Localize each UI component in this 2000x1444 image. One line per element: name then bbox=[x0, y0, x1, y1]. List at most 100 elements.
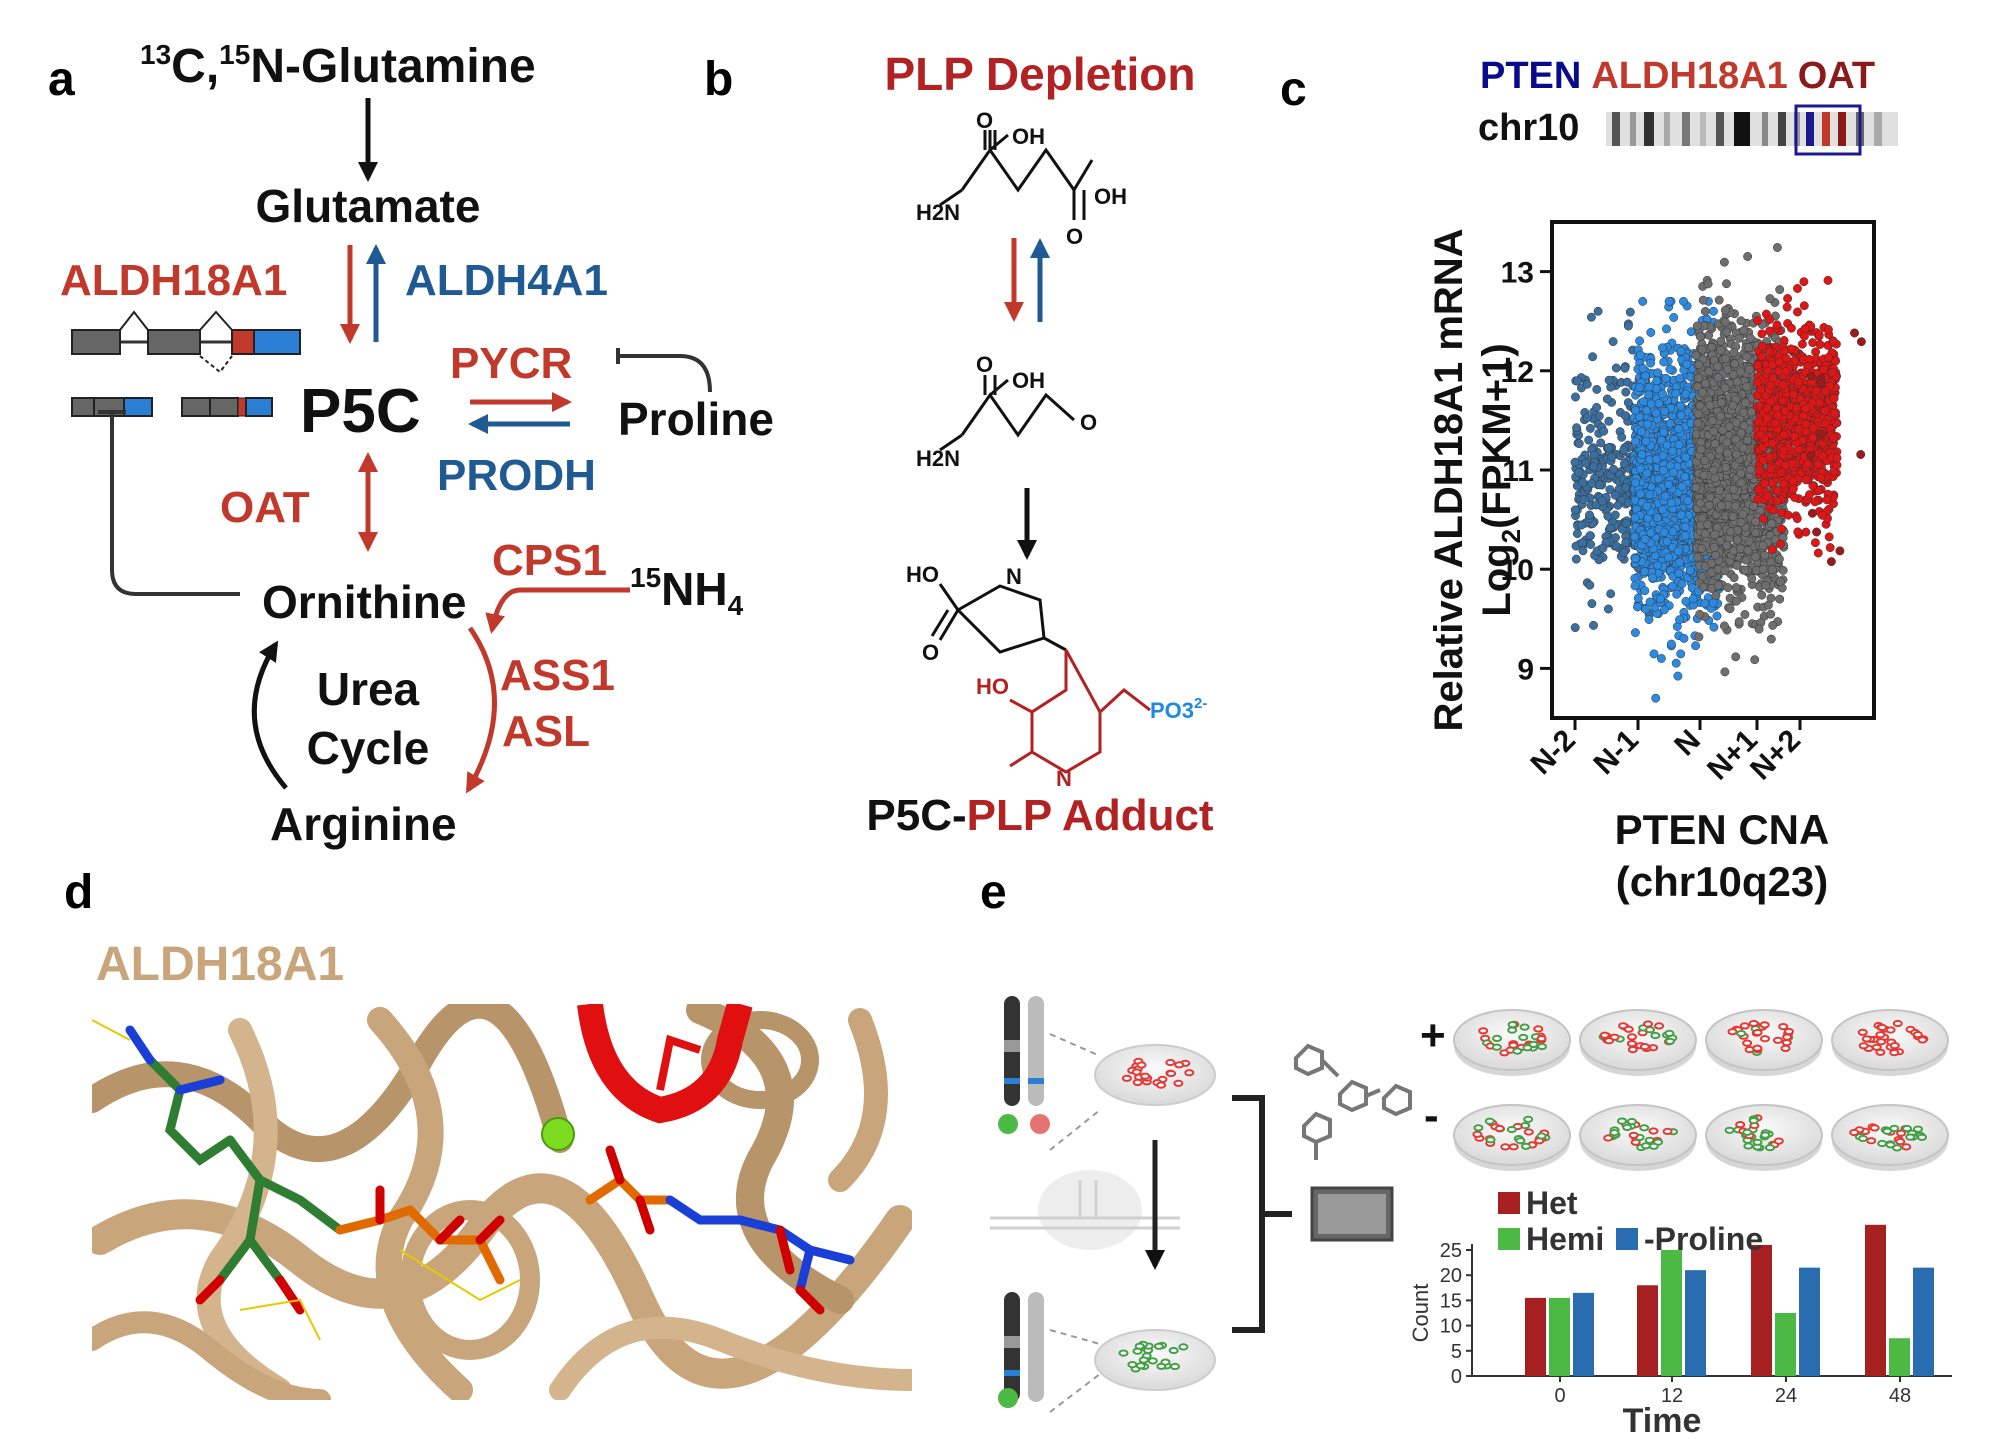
scatter-point bbox=[1691, 351, 1701, 360]
scatter-point bbox=[1620, 363, 1630, 373]
scatter-point bbox=[1719, 621, 1729, 631]
scatter-point bbox=[1656, 654, 1666, 663]
scatter-point bbox=[1709, 426, 1719, 436]
scatter-point bbox=[1606, 589, 1616, 599]
scatter-point bbox=[1646, 528, 1656, 538]
scatter-point bbox=[1741, 398, 1751, 408]
scatter-point bbox=[1761, 580, 1770, 590]
scatter-point bbox=[1608, 337, 1618, 347]
scatter-point bbox=[1592, 384, 1602, 394]
scatter-point bbox=[1584, 435, 1594, 445]
scatter-point bbox=[1713, 361, 1723, 371]
scatter-point bbox=[1698, 295, 1708, 305]
glutamate-structure bbox=[939, 130, 1094, 220]
scatter-point bbox=[1663, 552, 1673, 562]
adduct-atom-labels: HO N O HO N PO32- bbox=[906, 562, 1207, 791]
scatter-point bbox=[1649, 649, 1659, 659]
scatter-point bbox=[1640, 586, 1650, 596]
scatter-point bbox=[1672, 589, 1682, 599]
scatter-point bbox=[1676, 346, 1686, 356]
asl-enzyme-label: ASL bbox=[502, 707, 590, 756]
scatter-point bbox=[1646, 328, 1656, 337]
scatter-point bbox=[1640, 567, 1650, 577]
scatter-point bbox=[1679, 633, 1689, 643]
scatter-point bbox=[1645, 490, 1655, 500]
scatter-point bbox=[1699, 470, 1709, 480]
scatter-point bbox=[1736, 517, 1746, 527]
scatter-point bbox=[1586, 312, 1596, 322]
scatter-point bbox=[1707, 342, 1717, 352]
scatter-point bbox=[1659, 427, 1669, 437]
scatter-point bbox=[1750, 655, 1760, 665]
scatter-point bbox=[1758, 541, 1768, 551]
scatter-point bbox=[1605, 485, 1615, 495]
scatter-point bbox=[1635, 383, 1645, 393]
scatter-point bbox=[1674, 424, 1684, 434]
scatter-point bbox=[1734, 617, 1744, 627]
scatter-point bbox=[1631, 405, 1640, 415]
scatter-point bbox=[1635, 464, 1645, 474]
scatter-point bbox=[1623, 398, 1633, 408]
scatter-point bbox=[1783, 294, 1793, 303]
scatter-point bbox=[1668, 527, 1678, 537]
scatter-point bbox=[1630, 573, 1640, 583]
scatter-point bbox=[1754, 624, 1764, 634]
scatter-point bbox=[1709, 466, 1719, 475]
scatter-point bbox=[1571, 554, 1581, 564]
scatter-point bbox=[1639, 397, 1649, 407]
scatter-point bbox=[1666, 498, 1676, 508]
scatter-point bbox=[1623, 321, 1633, 331]
scatter-point bbox=[1723, 364, 1733, 374]
scatter-point bbox=[1700, 456, 1710, 466]
scatter-point bbox=[1729, 348, 1739, 358]
scatter-point bbox=[1589, 462, 1599, 472]
scatter-point bbox=[1736, 478, 1746, 488]
scatter-point bbox=[1571, 392, 1580, 402]
scatter-point bbox=[1774, 554, 1784, 564]
scatter-point bbox=[1674, 568, 1684, 578]
scatter-point bbox=[1635, 336, 1645, 346]
scatter-point bbox=[1660, 491, 1670, 501]
scatter-point bbox=[1582, 379, 1592, 389]
scatter-point bbox=[1570, 623, 1580, 633]
scatter-point bbox=[1680, 531, 1690, 541]
scatter-point bbox=[1638, 363, 1648, 373]
scatter-point bbox=[1677, 579, 1687, 589]
scatter-point bbox=[1578, 478, 1588, 487]
scatter-point bbox=[1778, 565, 1788, 575]
scatter-point bbox=[1685, 566, 1695, 575]
scatter-point bbox=[1691, 641, 1701, 651]
cps1-enzyme-label: CPS1 bbox=[492, 536, 607, 585]
scatter-point bbox=[1593, 306, 1603, 316]
scatter-point bbox=[1674, 440, 1684, 450]
scatter-point bbox=[1697, 344, 1707, 354]
scatter-point bbox=[1603, 604, 1613, 614]
scatter-point bbox=[1648, 573, 1658, 583]
scatter-point bbox=[1729, 573, 1739, 583]
scatter-point bbox=[1630, 513, 1640, 523]
scatter-point bbox=[1695, 401, 1705, 411]
ornithine-label: Ornithine bbox=[262, 576, 466, 628]
scatter-point bbox=[1572, 529, 1582, 539]
scatter-point bbox=[1679, 296, 1688, 306]
aldh18a1-enzyme-label: ALDH18A1 bbox=[60, 256, 287, 305]
scatter-point bbox=[1598, 543, 1608, 553]
scatter-point bbox=[1703, 520, 1713, 530]
scatter-point bbox=[1680, 472, 1690, 482]
scatter-point bbox=[1668, 468, 1678, 478]
scatter-point bbox=[1713, 580, 1723, 590]
scatter-point bbox=[1718, 425, 1728, 435]
scatter-point bbox=[1585, 531, 1595, 541]
scatter-point bbox=[1704, 367, 1714, 377]
proline-feedback-inhibition bbox=[616, 348, 712, 393]
scatter-point bbox=[1786, 323, 1796, 333]
scatter-point bbox=[1585, 423, 1595, 433]
scatter-point bbox=[1588, 352, 1598, 362]
scatter-point bbox=[1697, 387, 1707, 397]
panel-label-a: a bbox=[48, 53, 75, 106]
scatter-point bbox=[1713, 373, 1723, 383]
scatter-point bbox=[1751, 528, 1761, 538]
scatter-point bbox=[1723, 583, 1733, 593]
gsa-atom-labels: O OH H2N O bbox=[916, 352, 1097, 471]
scatter-point bbox=[1711, 591, 1721, 601]
